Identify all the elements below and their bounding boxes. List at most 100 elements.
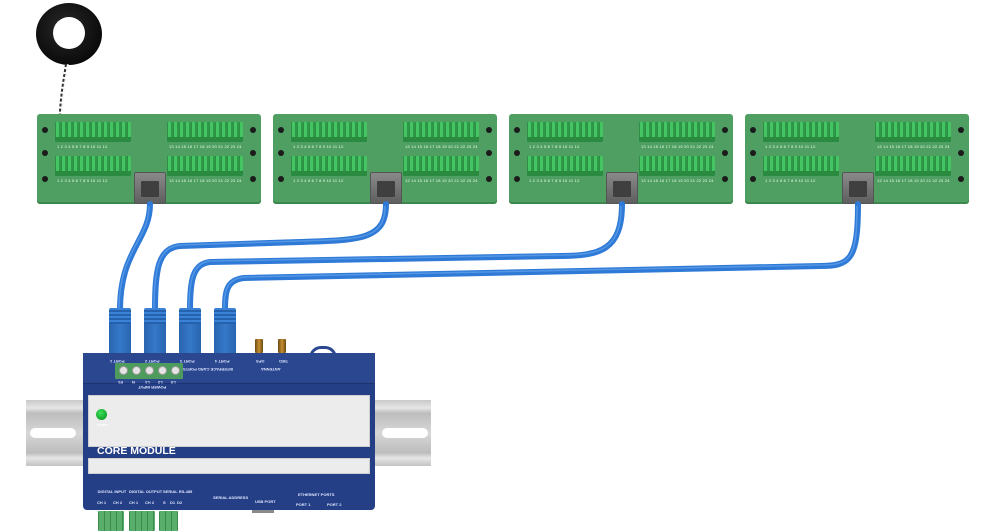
power-input-label: POWER INPUT	[138, 385, 167, 390]
port-label-4: PORT 4	[215, 359, 230, 364]
digital-output-terminal[interactable]	[129, 511, 155, 531]
serial-rs485-label: SERIAL RS-485	[163, 489, 193, 494]
antenna-connector-tied[interactable]	[278, 339, 286, 353]
terminal-numbers: 13 14 15 16 17 18 19 20 21 22 23 24	[877, 178, 950, 183]
digital-output-ch1: CH 1	[129, 500, 139, 505]
terminal-block[interactable]	[639, 156, 715, 176]
mounting-hole	[514, 127, 520, 133]
mounting-hole	[514, 176, 520, 182]
digital-input-label: DIGITAL INPUT	[97, 489, 127, 494]
ethernet-port-1-label: PORT 1	[296, 502, 311, 507]
antenna-label-tied: TIED	[279, 359, 289, 364]
terminal-block[interactable]	[167, 122, 243, 142]
terminal-numbers: 1 2 3 4 5 6 7 8 9 10 11 12	[529, 178, 580, 183]
mounting-hole	[250, 150, 256, 156]
rj45-plug-4	[214, 308, 236, 354]
digital-output-ch2: CH 2	[145, 500, 155, 505]
usb-port-label: USB PORT	[255, 499, 276, 504]
terminal-numbers: 1 2 3 4 5 6 7 8 9 10 11 12	[57, 178, 108, 183]
serial-rs485-terminal[interactable]	[159, 511, 178, 531]
rj45-jack[interactable]	[842, 172, 874, 204]
mounting-hole	[958, 150, 964, 156]
terminal-numbers: 13 14 15 16 17 18 19 20 21 22 23 24	[405, 144, 478, 149]
terminal-block[interactable]	[167, 156, 243, 176]
serial-address-label: SERIAL ADDRESS	[213, 495, 249, 500]
rj45-plug-3	[179, 308, 201, 354]
terminal-numbers: 13 14 15 16 17 18 19 20 21 22 23 24	[169, 178, 242, 183]
serial-pin-d2: D2	[177, 500, 183, 505]
terminal-block[interactable]	[527, 156, 603, 176]
mounting-hole	[722, 176, 728, 182]
serial-pin-d1: D1	[170, 500, 176, 505]
mounting-hole	[958, 176, 964, 182]
terminal-block[interactable]	[875, 156, 951, 176]
terminal-numbers: 13 14 15 16 17 18 19 20 21 22 23 24	[169, 144, 242, 149]
antenna-connector-gps[interactable]	[255, 339, 263, 353]
digital-input-ch2: CH 2	[113, 500, 123, 505]
terminal-numbers: 1 2 3 4 5 6 7 8 9 10 11 12	[765, 178, 816, 183]
terminal-block[interactable]	[763, 122, 839, 142]
mounting-hole	[486, 176, 492, 182]
terminal-numbers: 13 14 15 16 17 18 19 20 21 22 23 24	[641, 144, 714, 149]
usb-port[interactable]	[252, 510, 274, 513]
power-pin-l3: L3	[171, 380, 176, 385]
interface-card-ports-label: INTERFACE CARD PORTS	[183, 367, 234, 372]
core-module-title: CORE MODULE	[97, 445, 176, 457]
terminal-numbers: 1 2 3 4 5 6 7 8 9 10 11 12	[529, 144, 580, 149]
terminal-block[interactable]	[527, 122, 603, 142]
rj45-plug-2	[144, 308, 166, 354]
mounting-hole	[958, 127, 964, 133]
core-top-band: PORT 1 PORT 2 PORT 3 PORT 4 INTERFACE CA…	[83, 353, 375, 390]
ct-ring-icon	[36, 3, 102, 65]
terminal-block[interactable]	[763, 156, 839, 176]
terminal-numbers: 13 14 15 16 17 18 19 20 21 22 23 24	[641, 178, 714, 183]
core-module: PORT 1 PORT 2 PORT 3 PORT 4 INTERFACE CA…	[83, 339, 375, 510]
rail-slot-left	[30, 428, 76, 438]
interface-board-3: 1 2 3 4 5 6 7 8 9 10 11 12 1 2 3 4 5 6 7 …	[509, 114, 733, 204]
mounting-hole	[722, 150, 728, 156]
mounting-hole	[486, 150, 492, 156]
terminal-block[interactable]	[875, 122, 951, 142]
power-led-icon	[96, 409, 107, 420]
rail-slot-right	[382, 428, 428, 438]
din-clip	[309, 346, 337, 358]
interface-board-4: 1 2 3 4 5 6 7 8 9 10 11 12 1 2 3 4 5 6 7 …	[745, 114, 969, 204]
antenna-label: ANTENNA	[261, 367, 281, 372]
mounting-hole	[278, 176, 284, 182]
digital-input-terminal[interactable]	[98, 511, 124, 531]
power-pin-e1: E1	[118, 380, 123, 385]
digital-input-ch1: CH 1	[97, 500, 107, 505]
power-input-terminal[interactable]	[115, 363, 183, 379]
ethernet-port-2-label: PORT 2	[327, 502, 342, 507]
terminal-block[interactable]	[55, 156, 131, 176]
power-pin-n: N	[132, 380, 135, 385]
terminal-numbers: 1 2 3 4 5 6 7 8 9 10 11 12	[293, 178, 344, 183]
terminal-numbers: 13 14 15 16 17 18 19 20 21 22 23 24	[405, 178, 478, 183]
mounting-hole	[250, 176, 256, 182]
terminal-block[interactable]	[403, 156, 479, 176]
mounting-hole	[486, 127, 492, 133]
mounting-hole	[514, 150, 520, 156]
terminal-block[interactable]	[291, 156, 367, 176]
terminal-block[interactable]	[403, 122, 479, 142]
mounting-hole	[250, 127, 256, 133]
terminal-block[interactable]	[55, 122, 131, 142]
terminal-block[interactable]	[291, 122, 367, 142]
terminal-numbers: 1 2 3 4 5 6 7 8 9 10 11 12	[57, 144, 108, 149]
terminal-numbers: 13 14 15 16 17 18 19 20 21 22 23 24	[877, 144, 950, 149]
terminal-block[interactable]	[639, 122, 715, 142]
ethernet-ports-label: ETHERNET PORTS	[298, 492, 335, 497]
mounting-hole	[750, 176, 756, 182]
mounting-hole	[42, 150, 48, 156]
serial-pin-s: S	[163, 500, 166, 505]
rj45-jack[interactable]	[606, 172, 638, 204]
antenna-label-gps: GPS	[256, 359, 265, 364]
rj45-plug-1	[109, 308, 131, 354]
mounting-hole	[750, 150, 756, 156]
mounting-hole	[722, 127, 728, 133]
terminal-numbers: 1 2 3 4 5 6 7 8 9 10 11 12	[765, 144, 816, 149]
cable-board-1	[117, 201, 153, 313]
interface-board-1: 1 2 3 4 5 6 7 8 9 10 11 12 1 2 3 4 5 6 7 …	[37, 114, 261, 204]
